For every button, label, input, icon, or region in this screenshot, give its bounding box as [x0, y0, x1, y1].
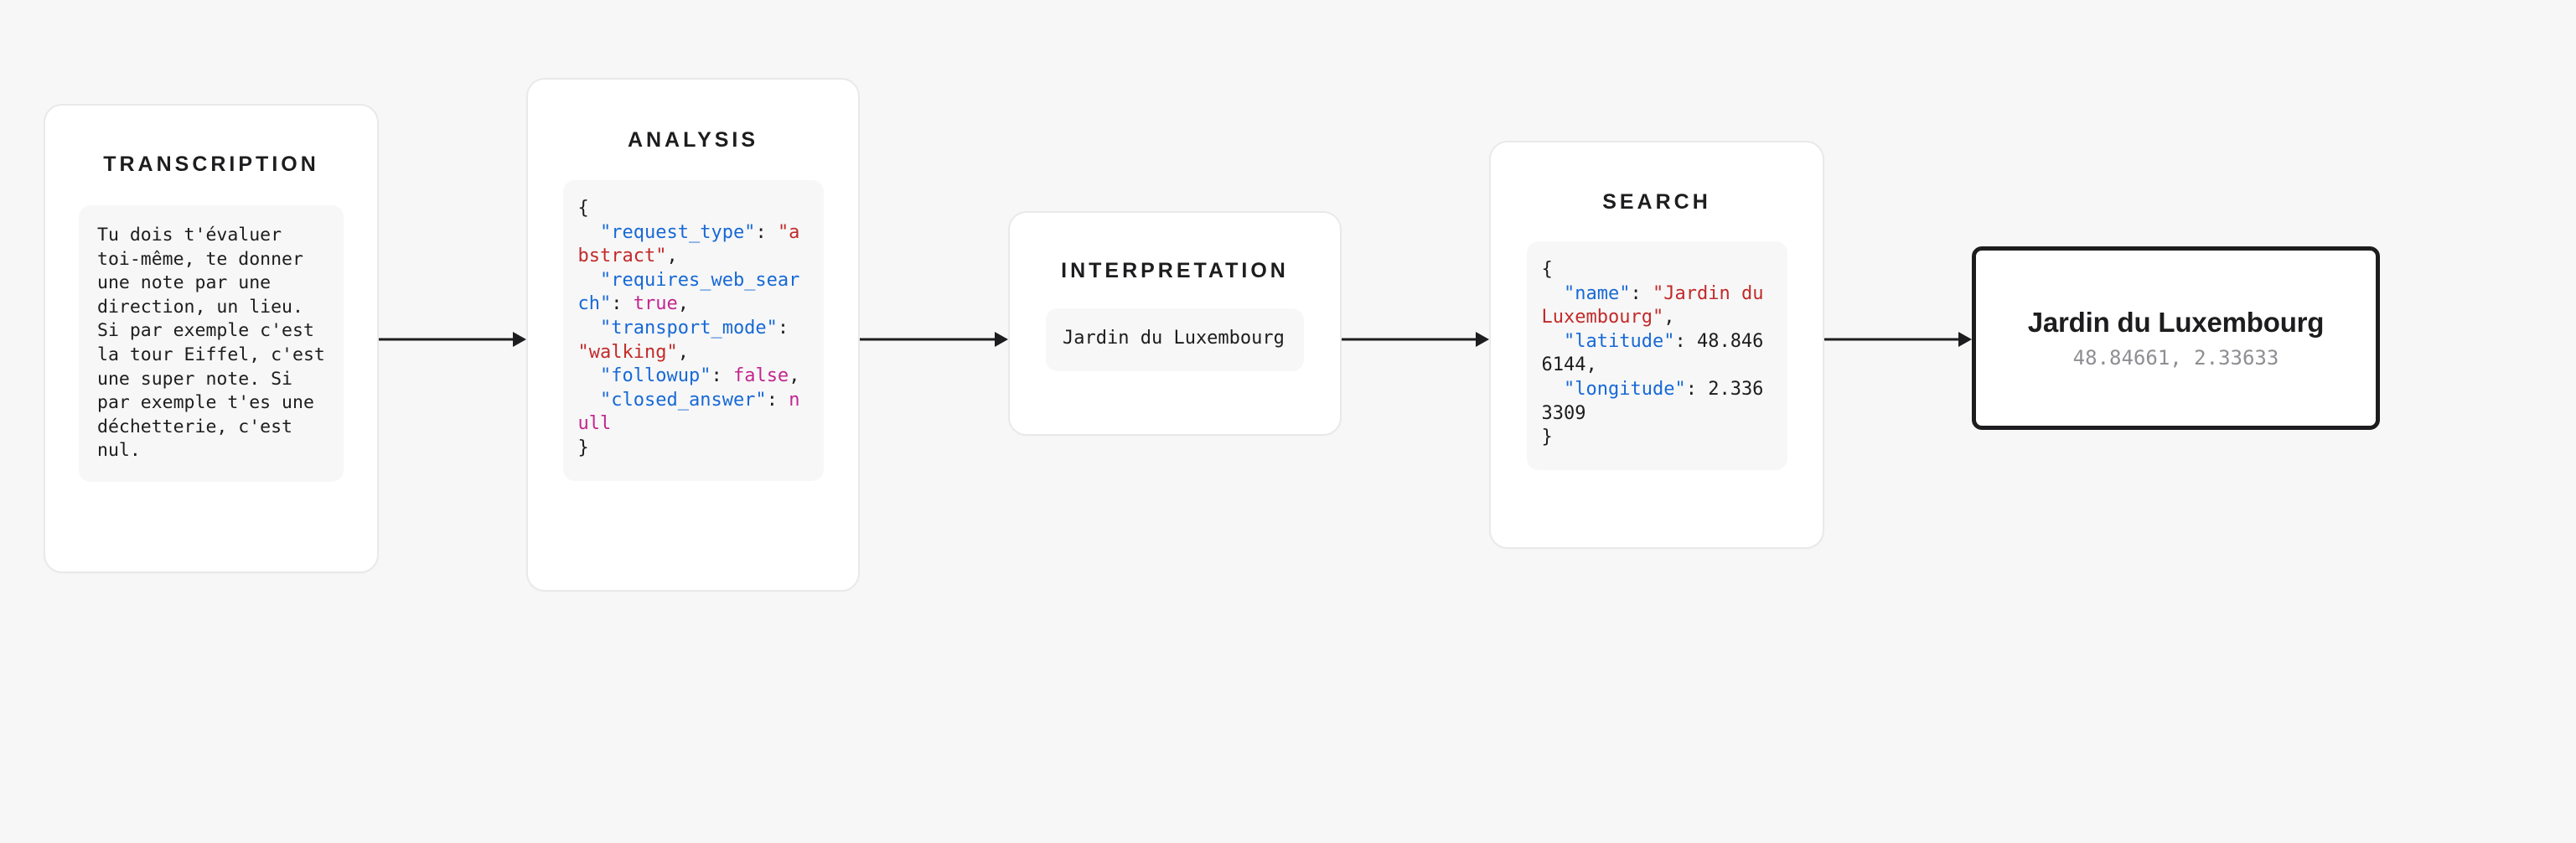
json-key-closed-answer: "closed_answer" [600, 389, 767, 411]
result-coordinates: 48.84661, 2.33633 [2072, 346, 2279, 370]
stage-title-analysis: ANALYSIS [627, 128, 759, 152]
json-value-latitude: 48.8466144 [1541, 330, 1764, 376]
json-key-longitude: "longitude" [1564, 378, 1686, 400]
json-brace-open: { [577, 198, 589, 219]
stage-title-search: SEARCH [1602, 190, 1711, 214]
json-value-followup: false [732, 365, 789, 387]
arrow-right-icon [1342, 329, 1489, 349]
json-key-followup: "followup" [600, 365, 711, 387]
transcription-text: Tu dois t'évaluer toi-même, te donner un… [79, 205, 344, 482]
json-value-name: "Jardin du Luxembourg" [1541, 282, 1775, 328]
json-value-request-type: "abstract" [577, 221, 800, 267]
json-key-transport-mode: "transport_mode" [600, 317, 778, 339]
json-brace-close: } [1541, 427, 1553, 448]
json-value-requires-web-search: true [633, 293, 678, 315]
json-brace-open: { [1541, 259, 1553, 280]
stage-card-interpretation[interactable]: INTERPRETATION Jardin du Luxembourg [1008, 211, 1342, 436]
json-key-name: "name" [1564, 282, 1631, 304]
result-card[interactable]: Jardin du Luxembourg 48.84661, 2.33633 [1972, 246, 2380, 430]
json-brace-close: } [577, 437, 589, 458]
arrow-right-icon [379, 329, 526, 349]
stage-title-transcription: TRANSCRIPTION [103, 153, 319, 176]
arrow-right-icon [1824, 329, 1972, 349]
result-place-name: Jardin du Luxembourg [2027, 307, 2325, 338]
interpretation-text: Jardin du Luxembourg [1046, 308, 1304, 371]
analysis-json-block: { "request_type": "abstract", "requires_… [562, 180, 824, 481]
json-key-request-type: "request_type" [600, 221, 756, 243]
json-key-requires-web-search: "requires_web_search" [577, 269, 800, 315]
json-value-closed-answer: null [577, 389, 800, 435]
arrow-right-icon [860, 329, 1008, 349]
json-value-transport-mode: "walking" [577, 341, 678, 363]
stage-card-search[interactable]: SEARCH { "name": "Jardin du Luxembourg",… [1489, 141, 1824, 549]
stage-card-analysis[interactable]: ANALYSIS { "request_type": "abstract", "… [526, 78, 860, 592]
json-key-latitude: "latitude" [1564, 330, 1675, 352]
stage-card-transcription[interactable]: TRANSCRIPTION Tu dois t'évaluer toi-même… [44, 104, 379, 573]
stage-title-interpretation: INTERPRETATION [1061, 259, 1289, 282]
json-value-longitude: 2.3363309 [1541, 378, 1764, 424]
search-json-block: { "name": "Jardin du Luxembourg", "latit… [1526, 241, 1787, 470]
